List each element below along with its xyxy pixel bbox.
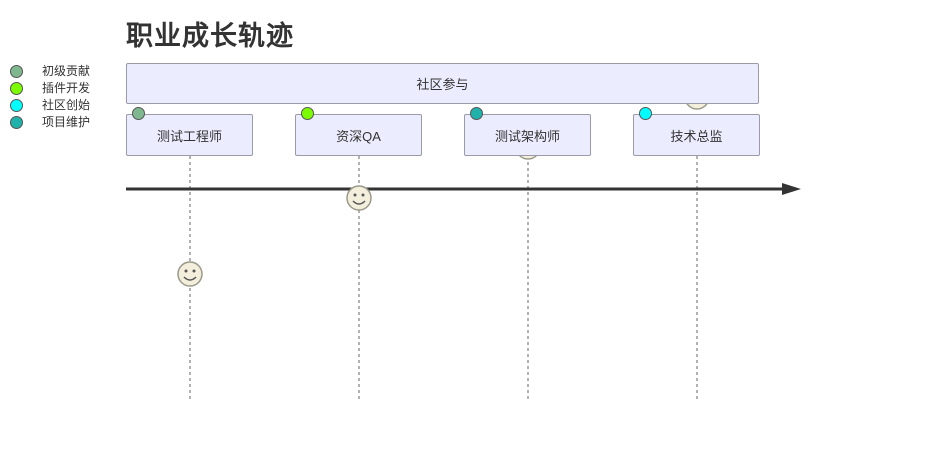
legend-dot-icon xyxy=(10,65,23,78)
role-box-senior-qa[interactable]: 资深QA xyxy=(295,114,422,156)
legend-dot-icon xyxy=(10,116,23,129)
legend-dot-icon xyxy=(10,99,23,112)
timeline-axis xyxy=(126,183,801,195)
role-marker-dot-icon xyxy=(470,107,483,120)
arrow-right-icon xyxy=(782,183,801,195)
legend-label: 社区创始 xyxy=(42,98,91,112)
role-marker-dot-icon xyxy=(301,107,314,120)
smiley-face-icon xyxy=(346,185,372,211)
role-box-test-engineer[interactable]: 测试工程师 xyxy=(126,114,253,156)
legend-label: 初级贡献 xyxy=(42,64,91,78)
legend-label: 项目维护 xyxy=(42,115,91,129)
role-box-test-architect[interactable]: 测试架构师 xyxy=(464,114,591,156)
page-title: 职业成长轨迹 xyxy=(126,21,294,51)
legend-dot-icon xyxy=(10,82,23,95)
role-marker-dot-icon xyxy=(132,107,145,120)
role-box-technical-director[interactable]: 技术总监 xyxy=(633,114,760,156)
section-community-participation[interactable]: 社区参与 xyxy=(126,63,759,104)
legend-label: 插件开发 xyxy=(42,81,91,95)
smiley-face-icon xyxy=(177,261,203,287)
role-marker-dot-icon xyxy=(639,107,652,120)
